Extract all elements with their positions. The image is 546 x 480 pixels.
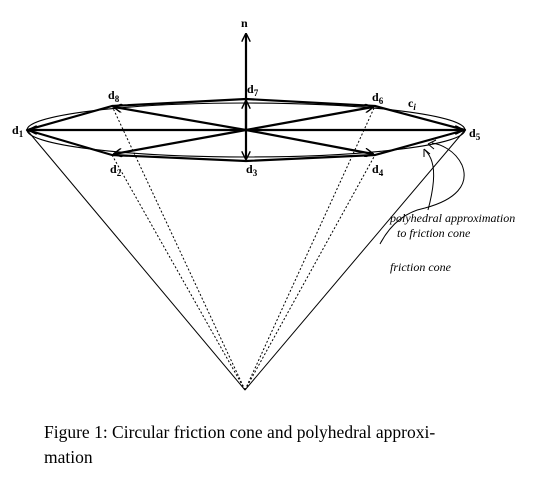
- label-c-i: ci: [408, 96, 416, 112]
- annotation-friction-cone: friction cone: [390, 260, 452, 274]
- label-d7: d7: [247, 82, 259, 98]
- annotation-polyhedral-line2: to friction cone: [397, 226, 471, 240]
- figure-caption: Figure 1: Circular friction cone and pol…: [44, 420, 514, 470]
- friction-cone-diagram: n d1 d2 d3 d4 d5 d6 d7 d8 ci polyhedral …: [12, 16, 515, 391]
- label-d4: d4: [372, 162, 384, 178]
- dotted-line-d2: [111, 154, 246, 391]
- label-d8: d8: [108, 88, 120, 104]
- polyhedral-pointer-head: [427, 139, 437, 150]
- label-d5: d5: [469, 126, 481, 142]
- label-d3: d3: [246, 162, 258, 178]
- caption-line-2: mation: [44, 447, 93, 467]
- label-d1: d1: [12, 123, 24, 139]
- normal-label: n: [241, 16, 248, 30]
- annotation-polyhedral-line1: polyhedral approximation: [389, 211, 515, 225]
- dotted-line-d4: [244, 154, 376, 391]
- friction-cone-pointer-curve: [424, 149, 435, 211]
- label-d6: d6: [372, 90, 384, 106]
- friction-cone-pointer-head: [423, 148, 431, 157]
- vector-d4: [245, 128, 373, 154]
- vector-d8: [114, 107, 247, 132]
- cone-right-edge: [244, 129, 466, 391]
- vector-d6: [245, 107, 373, 132]
- polyhedral-approximation: [25, 97, 467, 163]
- vector-d2: [114, 128, 247, 154]
- polyhedral-pointer-curve: [379, 142, 465, 245]
- dotted-line-d8: [111, 105, 246, 391]
- caption-line-1: Figure 1: Circular friction cone and pol…: [44, 422, 436, 442]
- dotted-line-d6: [244, 105, 376, 391]
- cone-left-edge: [26, 129, 246, 391]
- label-d2: d2: [110, 162, 122, 178]
